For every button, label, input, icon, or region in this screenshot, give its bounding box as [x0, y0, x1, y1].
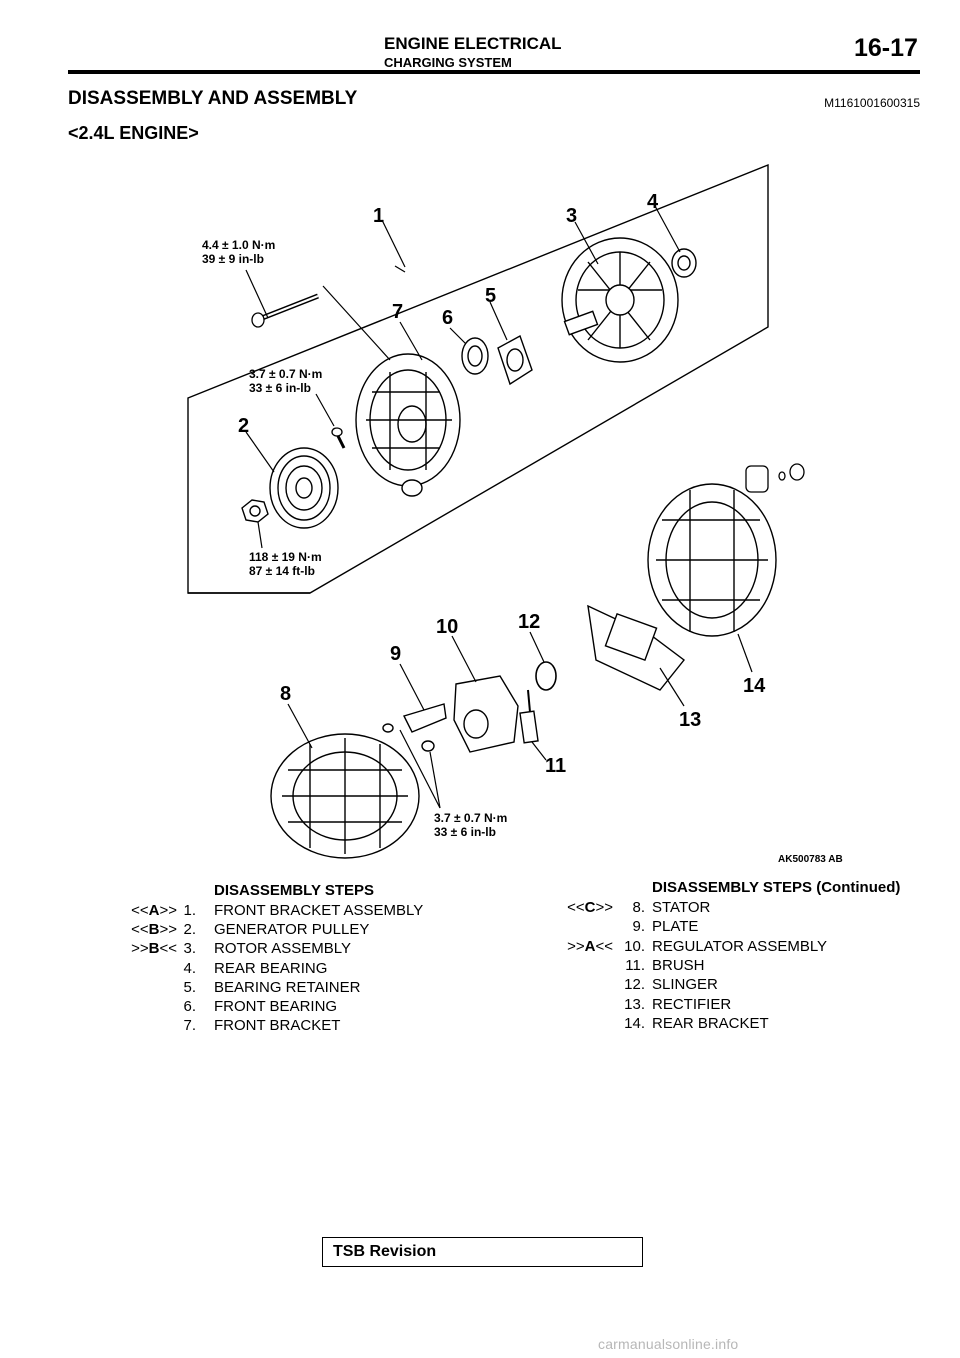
step-label: BRUSH	[652, 956, 705, 974]
step-label: ROTOR ASSEMBLY	[214, 940, 351, 958]
callout-2: 2	[238, 415, 249, 437]
step-number: 7.	[183, 1017, 196, 1035]
callout-5: 5	[485, 285, 496, 307]
step-number: 10.	[624, 937, 645, 955]
step-number: 12.	[624, 976, 645, 994]
figure-code: AK500783 AB	[778, 854, 843, 865]
step-number: 3.	[183, 940, 196, 958]
section-title: DISASSEMBLY AND ASSEMBLY	[68, 88, 358, 109]
step-label: PLATE	[652, 918, 699, 936]
step-number: 2.	[183, 921, 196, 939]
callout-3: 3	[566, 205, 577, 227]
callout-14: 14	[743, 675, 766, 697]
tsb-revision-box: TSB Revision	[322, 1237, 643, 1267]
step-label: REGULATOR ASSEMBLY	[652, 937, 828, 955]
step-number: 6.	[183, 998, 196, 1015]
torque-1-imperial: 39 ± 9 in-lb	[202, 252, 264, 266]
watermark: carmanualsonline.info	[598, 1336, 739, 1352]
bearing-retainer-drawing	[497, 334, 533, 386]
step-number: 14.	[624, 1014, 645, 1032]
callout-6: 6	[442, 307, 453, 329]
step-number: 4.	[183, 959, 196, 977]
step-label: RECTIFIER	[652, 995, 732, 1013]
callout-12: 12	[518, 611, 540, 633]
step-label: STATOR	[652, 899, 711, 916]
step-reference-mark: >>B<<	[131, 940, 177, 958]
header-title: ENGINE ELECTRICAL	[384, 34, 562, 53]
step-label: BEARING RETAINER	[214, 978, 361, 996]
alternator-exploded-diagram: 1 2 3 4 5 6 7 8 9 10 11 12 13 14 4.4 ± 1…	[187, 163, 843, 865]
step-reference-mark: >>A<<	[567, 937, 613, 955]
engine-label: <2.4L ENGINE>	[68, 123, 199, 143]
brush-drawing	[519, 689, 539, 744]
step-reference-mark: <<C>>	[567, 899, 613, 916]
torque-4-nm: 3.7 ± 0.7 N·m	[434, 811, 507, 825]
step-number: 5.	[183, 978, 196, 996]
steps-left-heading: DISASSEMBLY STEPS	[214, 882, 375, 899]
step-reference-mark: <<A>>	[131, 902, 177, 919]
assembly-group-outline	[187, 163, 769, 594]
header-subtitle: CHARGING SYSTEM	[384, 55, 512, 70]
through-bolt-drawing	[251, 293, 319, 328]
step-label: REAR BRACKET	[652, 1014, 769, 1032]
step-label: FRONT BEARING	[214, 998, 338, 1015]
step-number: 8.	[632, 899, 645, 916]
torque-3-imperial: 87 ± 14 ft-lb	[249, 564, 315, 578]
callout-11: 11	[545, 755, 566, 777]
tsb-revision-label: TSB Revision	[333, 1243, 437, 1260]
torque-4-imperial: 33 ± 6 in-lb	[434, 825, 496, 839]
callout-13: 13	[679, 709, 701, 731]
rotor-drawing	[561, 237, 679, 363]
torque-3-nm: 118 ± 19 N·m	[249, 550, 322, 564]
step-number: 11.	[625, 956, 645, 974]
callout-4: 4	[647, 191, 659, 213]
step-label: REAR BEARING	[214, 959, 328, 977]
stator-drawing	[270, 733, 420, 859]
step-label: GENERATOR PULLEY	[214, 921, 370, 939]
step-number: 9.	[632, 918, 645, 936]
callout-7: 7	[392, 301, 403, 323]
rear-bracket-drawing	[647, 483, 777, 637]
page-number: 16-17	[854, 34, 918, 62]
pulley-nut-drawing	[241, 499, 269, 523]
callout-10: 10	[436, 616, 458, 638]
torque-2-nm: 3.7 ± 0.7 N·m	[249, 367, 322, 381]
callout-8: 8	[280, 683, 291, 705]
step-number: 1.	[183, 902, 196, 919]
callout-9: 9	[390, 643, 401, 665]
header-rule	[68, 70, 920, 74]
front-bracket-drawing	[355, 353, 461, 497]
slinger-drawing	[535, 661, 557, 691]
step-label: SLINGER	[652, 976, 718, 994]
regulator-drawing	[453, 675, 519, 753]
steps-right-heading: DISASSEMBLY STEPS (Continued)	[652, 879, 901, 896]
plate-drawing	[382, 703, 447, 752]
step-reference-mark: <<B>>	[131, 921, 177, 939]
rectifier-drawing	[587, 604, 685, 691]
step-number: 13.	[624, 995, 645, 1013]
torque-2-imperial: 33 ± 6 in-lb	[249, 381, 311, 395]
front-bearing-drawing	[461, 337, 489, 375]
step-label: FRONT BRACKET ASSEMBLY	[214, 902, 424, 919]
section-id: M1161001600315	[824, 96, 920, 110]
pulley-drawing	[269, 447, 339, 529]
terminal-parts-drawing	[745, 463, 805, 493]
step-label: FRONT BRACKET	[214, 1017, 341, 1035]
torque-1-nm: 4.4 ± 1.0 N·m	[202, 238, 275, 252]
rear-bearing-drawing	[671, 248, 697, 278]
small-screw-drawing	[331, 427, 346, 449]
callout-1: 1	[373, 205, 384, 227]
